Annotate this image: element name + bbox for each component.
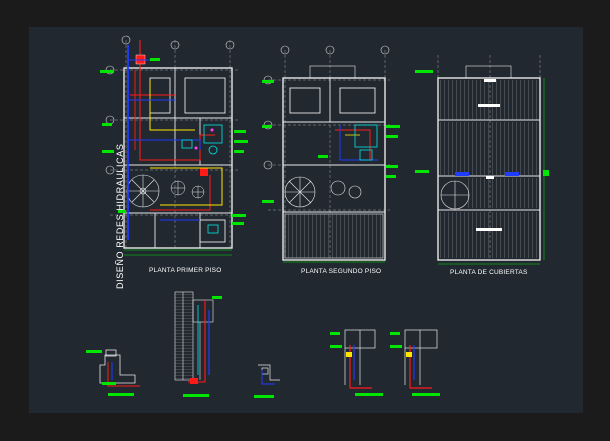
drawing-title: DISEÑO REDES HIDRAULICAS xyxy=(115,143,125,289)
plan-roof-label: PLANTA DE CUBIERTAS xyxy=(450,269,528,276)
detail-sink-b xyxy=(390,329,440,396)
detail-toilet xyxy=(86,349,140,396)
plan-first-label: PLANTA PRIMER PISO xyxy=(149,267,222,274)
cad-viewport[interactable]: DISEÑO REDES HIDRAULICAS PLANTA PRIMER P… xyxy=(29,27,583,413)
plan-first-floor xyxy=(100,35,248,256)
detail-wall-section xyxy=(174,291,222,397)
detail-small xyxy=(254,364,280,398)
plan-second-floor xyxy=(262,45,400,263)
plan-second-label: PLANTA SEGUNDO PISO xyxy=(301,268,382,275)
cad-drawing xyxy=(86,35,549,398)
detail-sink-a xyxy=(330,329,383,396)
plan-roof xyxy=(415,55,549,265)
